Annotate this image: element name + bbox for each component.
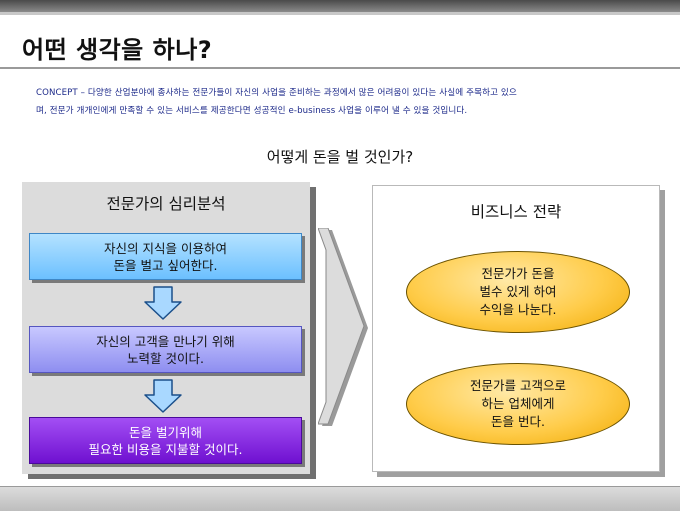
down-arrow-icon [144, 379, 182, 413]
top-bar [0, 0, 680, 12]
strategy-panel-title: 비즈니스 전략 [470, 203, 562, 221]
title-rule [0, 67, 680, 69]
psychology-step-3: 돈을 벌기위해 필요한 비용을 지불할 것이다. [29, 417, 302, 464]
top-divider [0, 12, 680, 15]
psychology-step-1: 자신의 지식을 이용하여 돈을 벌고 싶어한다. [29, 233, 302, 280]
concept-line-1: CONCEPT – 다양한 산업분야에 종사하는 전문가들이 자신의 사업을 준… [36, 88, 517, 98]
bottom-bar [0, 486, 680, 511]
psychology-panel-title: 전문가의 심리분석 [106, 195, 226, 213]
central-question: 어떻게 돈을 벌 것인가? [266, 148, 414, 166]
chevron-right-icon [318, 228, 368, 426]
strategy-ellipse-1: 전문가가 돈을 벌수 있게 하여 수익을 나눈다. [406, 251, 630, 333]
concept-text: CONCEPT – 다양한 산업분야에 종사하는 전문가들이 자신의 사업을 준… [36, 84, 646, 120]
strategy-ellipse-2: 전문가를 고객으로 하는 업체에게 돈을 번다. [406, 363, 630, 445]
down-arrow-icon [144, 286, 182, 320]
psychology-step-2: 자신의 고객을 만나기 위해 노력할 것이다. [29, 326, 302, 373]
slide-title: 어떤 생각을 하나? [22, 36, 213, 64]
concept-line-2: 며, 전문가 개개인에게 만족할 수 있는 서비스를 제공한다면 성공적인 e-… [36, 106, 468, 116]
